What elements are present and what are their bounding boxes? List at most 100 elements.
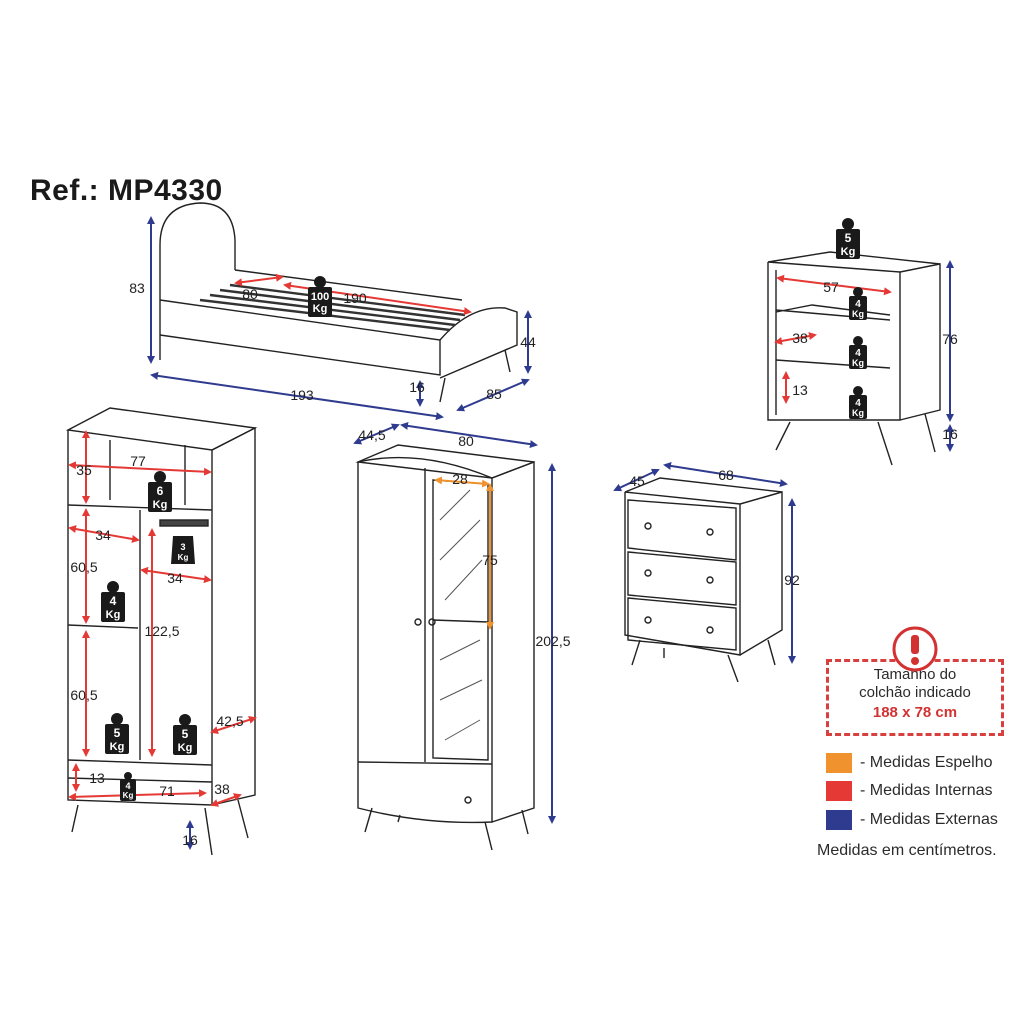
svg-text:Kg: Kg <box>110 741 125 753</box>
mirror-width-label: 28 <box>452 471 468 487</box>
chest-width-label: 68 <box>718 467 734 483</box>
legend-item-external: - Medidas Externas <box>826 809 998 831</box>
wardrobe-depth-label: 42,5 <box>216 713 243 729</box>
bed-load-unit: Kg <box>313 303 328 315</box>
closed-wardrobe-drawing <box>355 444 535 851</box>
wardrobe-top-shelf-weight-tag: 6 Kg <box>148 471 172 512</box>
bed-headboard <box>159 202 236 360</box>
svg-text:4: 4 <box>125 781 130 791</box>
chest-depth-line <box>613 468 660 492</box>
bed-leg-right <box>504 349 511 373</box>
bed-height-label: 83 <box>129 280 145 296</box>
shelf-internal-depth-line <box>774 332 817 345</box>
svg-text:Kg: Kg <box>852 358 864 368</box>
legend-swatch-spacer <box>826 781 852 801</box>
wardrobe-left-width-line <box>68 525 140 543</box>
wardrobe-right-lower-weight-tag: 5 Kg <box>173 714 197 755</box>
closed-wardrobe-width-label: 80 <box>458 433 474 449</box>
wardrobe-upper-height-label: 60,5 <box>70 559 97 575</box>
bed-drawing <box>159 202 518 403</box>
wardrobe-drawer-depth-line <box>210 793 242 807</box>
legend-swatch-internal <box>826 781 852 801</box>
chest-drawing <box>624 477 783 683</box>
shelf-3-weight-tag: 4 Kg <box>849 386 867 419</box>
wardrobe-top-width-line <box>68 461 212 476</box>
shelf-leg-height-label: 16 <box>942 426 958 442</box>
closed-wardrobe-height-label: 202,5 <box>535 633 570 649</box>
units-note: Medidas em centímetros. <box>817 842 997 859</box>
svg-text:5: 5 <box>182 727 189 741</box>
wardrobe-drawer-depth-label: 38 <box>214 781 230 797</box>
svg-text:5: 5 <box>114 726 121 740</box>
shelf-internal-width-label: 57 <box>823 279 839 295</box>
shelf-internal-width-line <box>776 274 892 296</box>
mattress-note-line2: colchão indicado <box>859 684 971 701</box>
legend-swatch-external <box>826 810 852 830</box>
legend-label-external: - Medidas Externas <box>860 811 998 828</box>
bed-width-label: 85 <box>486 386 502 402</box>
legend-item-internal: - Medidas Internas <box>826 780 993 802</box>
wardrobe-lower-height-label: 60,5 <box>70 687 97 703</box>
wardrobe-drawer-weight-tag: 4 Kg <box>120 772 136 801</box>
wardrobe-right-width-label: 34 <box>167 570 183 586</box>
bed-length-line <box>150 371 444 421</box>
bed-side-rail <box>159 299 441 376</box>
reference-title: Ref.: MP4330 <box>30 174 223 207</box>
svg-text:6: 6 <box>157 484 164 498</box>
mirror-width-line <box>434 476 490 488</box>
chest-width-line <box>663 461 788 488</box>
legend-label-internal: - Medidas Internas <box>860 782 993 799</box>
legend-swatch-mirror <box>826 753 852 773</box>
svg-text:Kg: Kg <box>852 309 864 319</box>
wardrobe-left-lower-weight-tag: 5 Kg <box>105 713 129 754</box>
wardrobe-top-width-label: 77 <box>130 453 146 469</box>
closed-wardrobe-width-line <box>400 421 538 449</box>
shelf-internal-height-label: 13 <box>792 382 808 398</box>
mattress-note-line1: Tamanho do <box>873 666 957 683</box>
shelf-height-label: 76 <box>942 331 958 347</box>
legend-label-mirror: - Medidas Espelho <box>860 754 993 771</box>
svg-text:Kg: Kg <box>178 742 193 754</box>
chest-height-label: 92 <box>784 572 800 588</box>
bed-internal-width-label: 80 <box>242 286 258 302</box>
bed-leg-height-label: 16 <box>409 379 425 395</box>
bed-internal-length-label: 190 <box>343 290 367 306</box>
svg-text:Kg: Kg <box>123 791 134 800</box>
wardrobe-left-width-label: 34 <box>95 527 111 543</box>
chest-depth-label: 45 <box>629 473 645 489</box>
bed-load-value: 100 <box>311 291 329 303</box>
bed-weight-tag: 100 Kg <box>308 276 332 317</box>
mirror-height-label: 75 <box>482 552 498 568</box>
closed-wardrobe-depth-line <box>353 423 400 445</box>
bed-leg-left <box>439 377 446 403</box>
legend-item-mirror: - Medidas Espelho <box>826 752 993 774</box>
svg-text:4: 4 <box>855 299 861 310</box>
bed-internal-width-line <box>234 273 284 287</box>
wardrobe-leg-height-label: 16 <box>182 832 198 848</box>
wardrobe-depth-line <box>210 716 257 734</box>
shelf-top-weight-tag: 5 Kg <box>836 218 860 259</box>
wardrobe-drawer-width-label: 71 <box>159 783 175 799</box>
shelf-1-weight-tag: 4 Kg <box>849 287 867 320</box>
legend-swatch-spacer <box>826 810 852 830</box>
bed-width-line <box>456 378 530 412</box>
wardrobe-top-height-label: 35 <box>76 462 92 478</box>
mattress-size: 188 x 78 cm <box>872 704 958 721</box>
svg-text:Kg: Kg <box>852 408 864 418</box>
wardrobe-hanging-height-label: 122,5 <box>144 623 179 639</box>
wardrobe-rod-weight-tag: 3 Kg <box>171 536 195 564</box>
svg-text:Kg: Kg <box>153 499 168 511</box>
warning-icon <box>892 626 938 672</box>
svg-text:5: 5 <box>845 231 852 245</box>
legend-swatch-spacer <box>826 753 852 773</box>
svg-text:3: 3 <box>180 542 185 552</box>
wardrobe-left-upper-weight-tag: 4 Kg <box>101 581 125 622</box>
wardrobe-drawer-height-label: 13 <box>89 770 105 786</box>
shelf-internal-depth-label: 38 <box>792 330 808 346</box>
svg-text:4: 4 <box>855 348 861 359</box>
svg-text:4: 4 <box>110 594 117 608</box>
svg-text:Kg: Kg <box>106 609 121 621</box>
bed-length-label: 193 <box>290 387 314 403</box>
